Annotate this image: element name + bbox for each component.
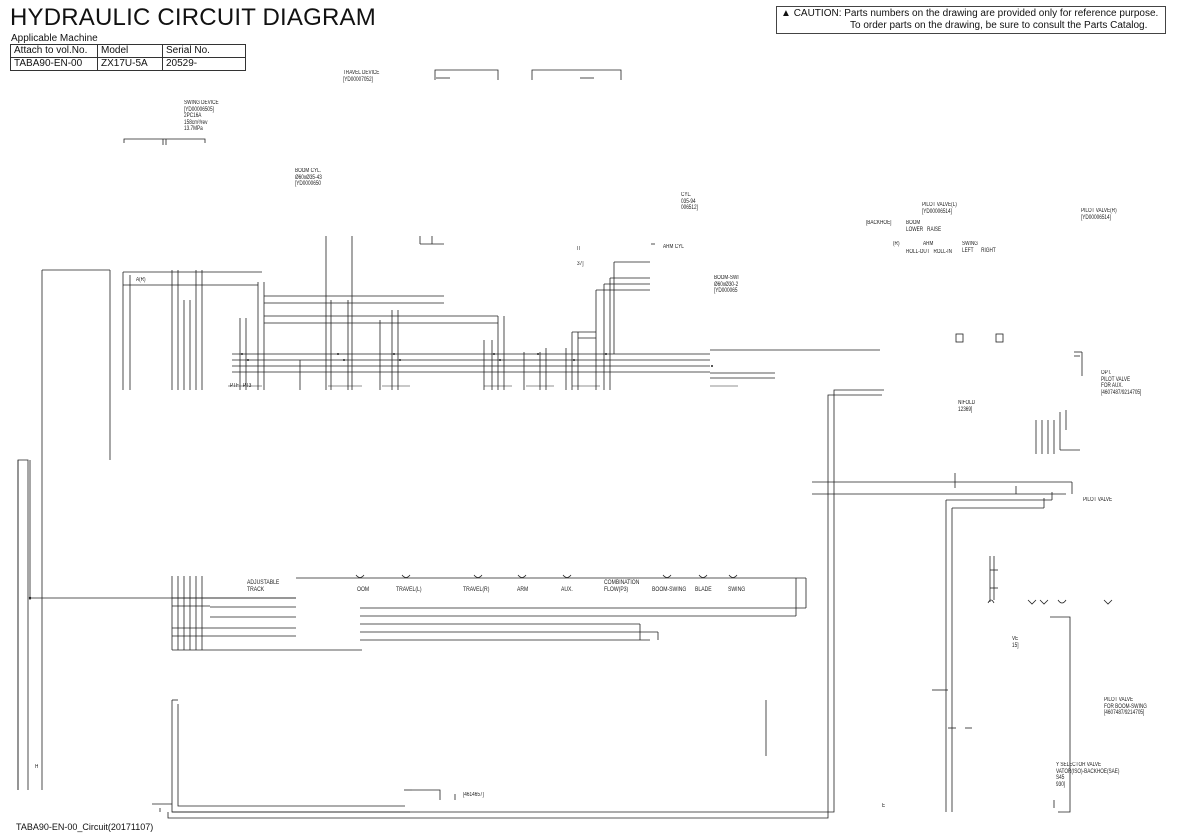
port-a-r-label: A(R) bbox=[136, 277, 146, 283]
spool-verticals bbox=[239, 236, 615, 390]
applicable-machine-table: Attach to vol.No. Model Serial No. TABA9… bbox=[10, 44, 246, 71]
boom-lower-raise-label: BOOM LOWER RAISE bbox=[906, 220, 942, 233]
return-line-left bbox=[171, 700, 410, 813]
section-aux-label: AUX. bbox=[561, 586, 573, 593]
section-blade-label: BLADE bbox=[695, 586, 712, 593]
pilot-valve-boom-swing-label: PILOT VALVE FOR BOOM-SWING [4607487/9214… bbox=[1104, 697, 1147, 716]
crossing-dots bbox=[28, 353, 713, 600]
valve-15-label: VE 15] bbox=[1012, 636, 1019, 649]
upper-horizontal-lines bbox=[232, 295, 880, 379]
pilot-valve-short-label: PILOT VALVE bbox=[1083, 497, 1113, 503]
arm-cylinder-top-label: CYL. 035-94 006512] bbox=[681, 192, 698, 211]
pilot-valve-left-label: PILOT VALVE(L) [YD00006514] bbox=[922, 202, 957, 215]
left-outer-line bbox=[17, 459, 29, 790]
applicable-machine-label: Applicable Machine bbox=[11, 33, 98, 44]
valve-symbol bbox=[955, 333, 964, 343]
section-boom-label: OOM bbox=[357, 586, 370, 593]
left-vertical-bundle bbox=[109, 270, 265, 650]
travel-device-box-right bbox=[531, 69, 622, 80]
fragment-37-label: 37] bbox=[577, 261, 584, 267]
cell-serial: 20529- bbox=[162, 57, 246, 71]
right-side-lines bbox=[812, 351, 1083, 813]
section-boom-swing-label: BOOM-SWING bbox=[652, 586, 687, 593]
arm-cylinder-label: ARM CYL bbox=[663, 244, 684, 250]
adjustable-track-label: ADJUSTABLE TRACK bbox=[247, 579, 280, 593]
fragment-it-label: IT bbox=[577, 246, 582, 252]
lower-horizontal-lines bbox=[172, 577, 806, 651]
section-travel-right-label: TRAVEL(R) bbox=[463, 586, 490, 593]
part-number-label: [4614657] bbox=[463, 792, 484, 798]
table-row: TABA90-EN-00 ZX17U-5A 20529- bbox=[10, 57, 246, 71]
pilot-valve-right-label: PILOT VALVE(R) [YD00006514] bbox=[1081, 208, 1117, 221]
port-codes-label: PTF PT3 bbox=[230, 383, 252, 389]
caution-line-2: To order parts on the drawing, be sure t… bbox=[850, 20, 1148, 31]
travel-device-label: TRAVEL DEVICE [YD00007052] bbox=[343, 70, 380, 83]
caution-box: ▲ CAUTION: Parts numbers on the drawing … bbox=[776, 6, 1166, 34]
swing-device-label: SWING DEVICE [YD00006505] 2PC16A 158cm³/… bbox=[184, 100, 219, 132]
manifold-label: NIFOLD 12369] bbox=[958, 400, 976, 413]
warning-icon: ▲ bbox=[781, 8, 791, 19]
document-footer: TABA90-EN-00_Circuit(20171107) bbox=[16, 822, 154, 832]
travel-device-box-left bbox=[434, 69, 499, 80]
valve-symbol bbox=[995, 333, 1004, 343]
section-combination-label: COMBINATION FLOW(P3) bbox=[604, 579, 640, 593]
section-arcs bbox=[355, 574, 1113, 605]
table-header-row: Attach to vol.No. Model Serial No. bbox=[10, 44, 246, 58]
boom-swing-cylinder-label: BOOM-SWI Ø60xØ30-2 [YD000065 bbox=[714, 275, 739, 294]
cell-model: ZX17U-5A bbox=[97, 57, 163, 71]
r-mark-label: (R) bbox=[893, 241, 900, 247]
h-mark-label: H bbox=[35, 764, 39, 770]
caution-line-1: CAUTION: Parts numbers on the drawing ar… bbox=[793, 8, 1159, 19]
page-title: HYDRAULIC CIRCUIT DIAGRAM bbox=[10, 4, 376, 31]
selector-valve-label: Y SELECTOR VALVE VATOR(ISO)-BACKHOE(SAE)… bbox=[1056, 762, 1120, 788]
boom-cylinder-label: BOOM CYL. Ø60xØ35-43 [YD0000650 bbox=[295, 168, 322, 187]
swing-device-bracket bbox=[123, 138, 206, 143]
section-arm-label: ARM bbox=[517, 586, 529, 593]
optional-pilot-valve-label: OPT. PILOT VALVE FOR AUX. [4607487/92147… bbox=[1101, 370, 1142, 396]
swing-left-right-label: SWING LEFT RIGHT bbox=[962, 241, 996, 254]
e-mark-label: E bbox=[882, 803, 886, 809]
roll-label: ROLL-OUT ROLL-IN bbox=[906, 249, 952, 255]
section-travel-left-label: TRAVEL(L) bbox=[396, 586, 422, 593]
section-swing-label: SWING bbox=[728, 586, 746, 593]
arm-label: ARM bbox=[923, 241, 934, 247]
backhoe-label: [BACKHOE] bbox=[866, 220, 892, 226]
main-return-line bbox=[167, 394, 882, 819]
